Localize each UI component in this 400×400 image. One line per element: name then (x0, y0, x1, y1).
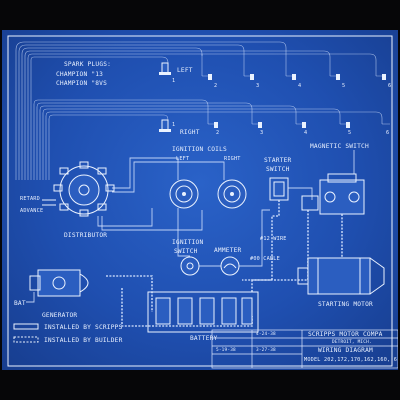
label-right: RIGHT (180, 129, 200, 136)
cyl-number-r6: 6 (386, 130, 389, 136)
starting-motor (297, 257, 385, 295)
cyl-number-l5: 5 (342, 83, 345, 89)
label-starter-switch-1: STARTER (264, 157, 292, 164)
tb-date-1: 5-19-38 (216, 347, 236, 353)
spark-plugs-heading: SPARK PLUGS: (64, 61, 111, 68)
tb-model: MODEL 202,172,170,162,160, 6 (304, 357, 397, 363)
tb-rev: 4-24-38 (256, 331, 276, 337)
cyl-number-r3: 3 (260, 130, 263, 136)
cyl-number-r4: 4 (304, 130, 307, 136)
label-cable-00: #00 CABLE (250, 256, 280, 262)
tb-title: WIRING DIAGRAM (318, 347, 373, 354)
ammeter (220, 256, 240, 276)
legend-installed-by-scripps: INSTALLED BY SCRIPPS (44, 324, 123, 331)
blueprint-sheet: LEFT 2 3 4 5 6 1 SPARK PLUGS: CHAMPION "… (2, 30, 398, 370)
legend: INSTALLED BY SCRIPPS INSTALLED BY BUILDE… (13, 323, 123, 344)
label-ignition-coils: IGNITION COILS (172, 146, 227, 153)
battery (147, 291, 259, 333)
right-bank-harness (33, 99, 383, 180)
label-ignition-switch-2: SWITCH (174, 248, 198, 255)
tb-sub: DETROIT, MICH. (332, 339, 372, 345)
wiring-diagram: LEFT 2 3 4 5 6 1 SPARK PLUGS: CHAMPION "… (7, 35, 398, 369)
label-starter-switch-2: SWITCH (266, 166, 290, 173)
cyl-number-l6: 6 (388, 83, 391, 89)
label-ignition-switch-1: IGNITION (172, 239, 203, 246)
label-advance: ADVANCE (20, 208, 43, 214)
label-magnetic-switch: MAGNETIC SWITCH (310, 143, 369, 150)
cyl-number-l2: 2 (214, 83, 217, 89)
magnetic-switch (301, 173, 365, 215)
sheet-border (7, 35, 393, 367)
title-block: 5-19-38 3-27-38 4-24-38 SCRIPPS MOTOR CO… (211, 329, 398, 369)
right-bank-plugs: RIGHT 1 2 3 4 5 6 (159, 119, 390, 136)
ignition-switch (180, 256, 200, 276)
left-bank-plugs: LEFT 2 3 4 5 6 1 (159, 62, 391, 89)
label-distributor: DISTRIBUTOR (64, 232, 107, 239)
generator (29, 269, 89, 297)
cyl-number-l4: 4 (298, 83, 301, 89)
label-generator: GENERATOR (42, 312, 77, 319)
label-coil-left: LEFT (176, 156, 189, 162)
ignition-coil-right (217, 179, 247, 209)
label-wire-12: #12 WIRE (260, 236, 287, 242)
tb-company: SCRIPPS MOTOR COMPA (308, 331, 383, 338)
cyl-number-l1: 1 (172, 78, 175, 84)
cyl-number-l3: 3 (256, 83, 259, 89)
label-bat: BAT (14, 300, 26, 307)
starter-switch (269, 177, 289, 201)
label-left: LEFT (177, 67, 193, 74)
cyl-number-r2: 2 (216, 130, 219, 136)
spark-plug-champion-8vs: CHAMPION "8VS (56, 80, 107, 87)
label-coil-right: RIGHT (224, 156, 241, 162)
cyl-number-r5: 5 (348, 130, 351, 136)
label-battery: BATTERY (190, 335, 218, 342)
legend-installed-by-builder: INSTALLED BY BUILDER (44, 337, 123, 344)
left-bank-harness (15, 41, 377, 180)
spark-plug-champion-13: CHAMPION "13 (56, 71, 103, 78)
label-retard: RETARD (20, 196, 40, 202)
label-ammeter: AMMETER (214, 247, 242, 254)
label-starting-motor: STARTING MOTOR (318, 301, 373, 308)
ignition-coil-left (169, 179, 199, 209)
distributor (42, 161, 115, 217)
cyl-number-r1: 1 (172, 122, 175, 128)
tb-date-2: 3-27-38 (256, 347, 276, 353)
